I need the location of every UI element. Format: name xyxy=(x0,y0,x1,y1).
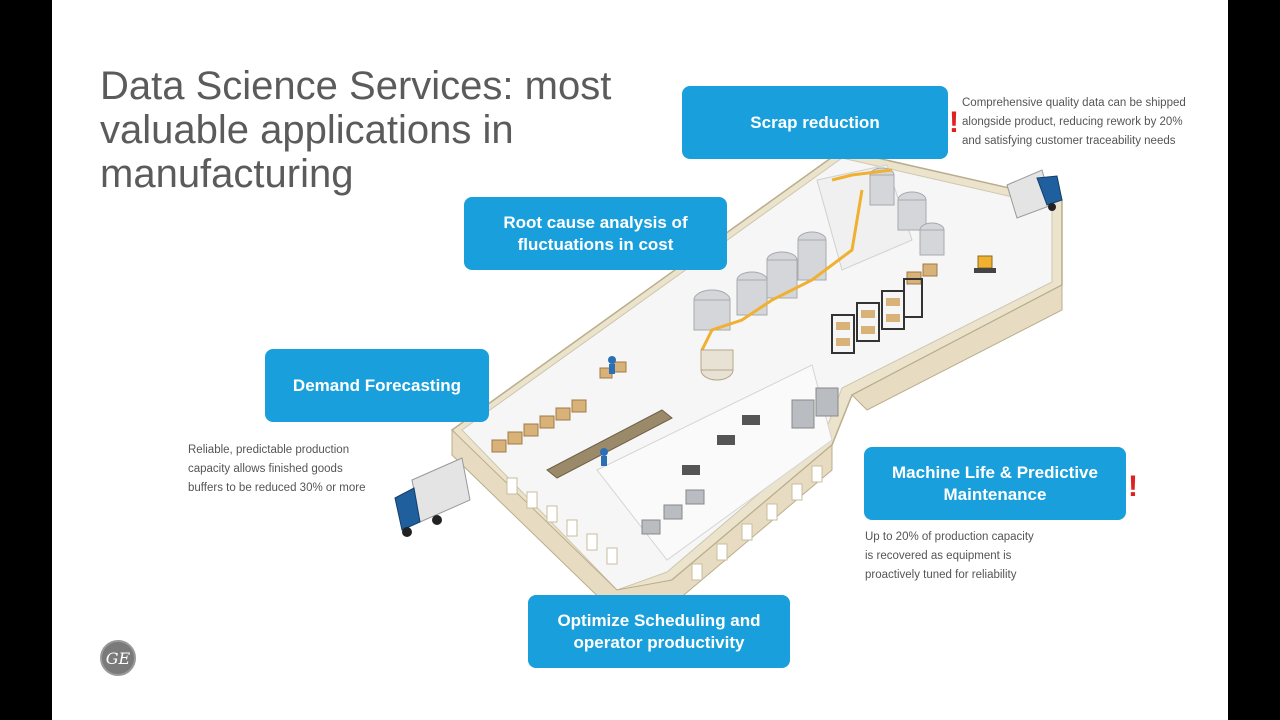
front-wall xyxy=(451,428,833,616)
scrap-reduction-callout: Scrap reduction xyxy=(682,86,948,159)
demand-forecasting-note: Reliable, predictable production capacit… xyxy=(188,444,366,494)
pipeline-upper xyxy=(831,168,893,182)
mixing-vessel-body xyxy=(700,349,734,371)
conveyor xyxy=(546,409,673,479)
truck-left xyxy=(394,457,471,537)
pipeline xyxy=(700,189,864,351)
workers xyxy=(600,356,616,466)
slide-title: Data Science Services: most valuable app… xyxy=(100,64,612,196)
right-wing-wall xyxy=(851,284,1063,411)
factory-illustration xyxy=(394,149,1063,616)
forklift xyxy=(974,255,996,273)
assembly-machines xyxy=(682,415,760,475)
machine-life-note: Up to 20% of production capacity is reco… xyxy=(865,531,1034,581)
scrap-reduction-note: Comprehensive quality data can be shippe… xyxy=(962,97,1186,147)
slide: Data Science Services: most valuable app… xyxy=(52,0,1228,720)
stacked-boxes xyxy=(491,263,938,453)
workstations xyxy=(641,387,839,535)
demand-forecasting-callout: Demand Forecasting xyxy=(265,349,489,422)
shelving-racks xyxy=(831,278,923,354)
scrap-alert-icon: ! xyxy=(949,106,959,139)
machine-life-callout: Machine Life & Predictive Maintenance xyxy=(864,447,1126,520)
machine-life-alert-icon: ! xyxy=(1128,470,1138,503)
ge-logo: GE xyxy=(100,640,136,676)
rack-boxes xyxy=(836,298,900,346)
wall-windows xyxy=(506,465,823,581)
root-cause-callout: Root cause analysis of fluctuations in c… xyxy=(464,197,727,270)
truck-right xyxy=(1006,169,1063,219)
scheduling-callout: Optimize Scheduling and operator product… xyxy=(528,595,790,668)
